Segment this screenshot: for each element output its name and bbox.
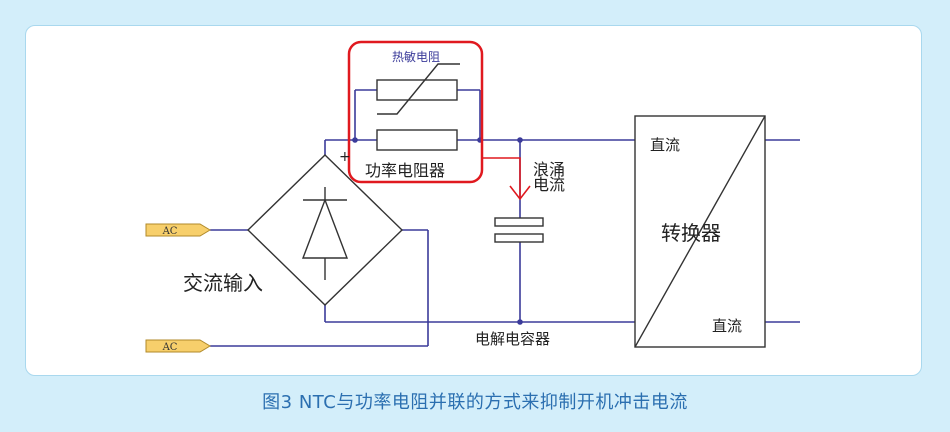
bridge-rectifier [246, 154, 404, 306]
thermistor-symbol [376, 63, 460, 115]
diagram-panel [25, 25, 922, 376]
surge-arrow [482, 157, 531, 201]
ac-top-label: AC [162, 226, 178, 237]
junction-dot [517, 319, 523, 325]
converter-box [634, 115, 766, 348]
ac-tag-bottom: AC [145, 339, 211, 353]
surge-label: 浪涌 [533, 160, 565, 179]
figure-caption: 图3 NTC与功率电阻并联的方式来抑制开机冲击电流 [262, 392, 688, 413]
ac-input-label: 交流输入 [183, 271, 263, 295]
power-resistor-label: 功率电阻器 [365, 161, 445, 180]
capacitor-symbol [494, 217, 544, 243]
power-resistor-symbol [376, 129, 458, 151]
dc-bottom-label: 直流 [712, 317, 742, 335]
highlight-box [347, 40, 484, 184]
plus-sign: + [339, 149, 351, 165]
capacitor-label: 电解电容器 [475, 330, 550, 348]
junction-dot [352, 137, 358, 143]
ac-bottom-label: AC [162, 342, 178, 353]
current-label: 电流 [533, 175, 565, 194]
converter-label: 转换器 [661, 221, 721, 245]
dc-top-label: 直流 [650, 136, 680, 154]
ac-tag-top: AC [145, 223, 211, 237]
thermistor-label: 热敏电阻 [392, 49, 440, 64]
junction-dot [517, 137, 523, 143]
